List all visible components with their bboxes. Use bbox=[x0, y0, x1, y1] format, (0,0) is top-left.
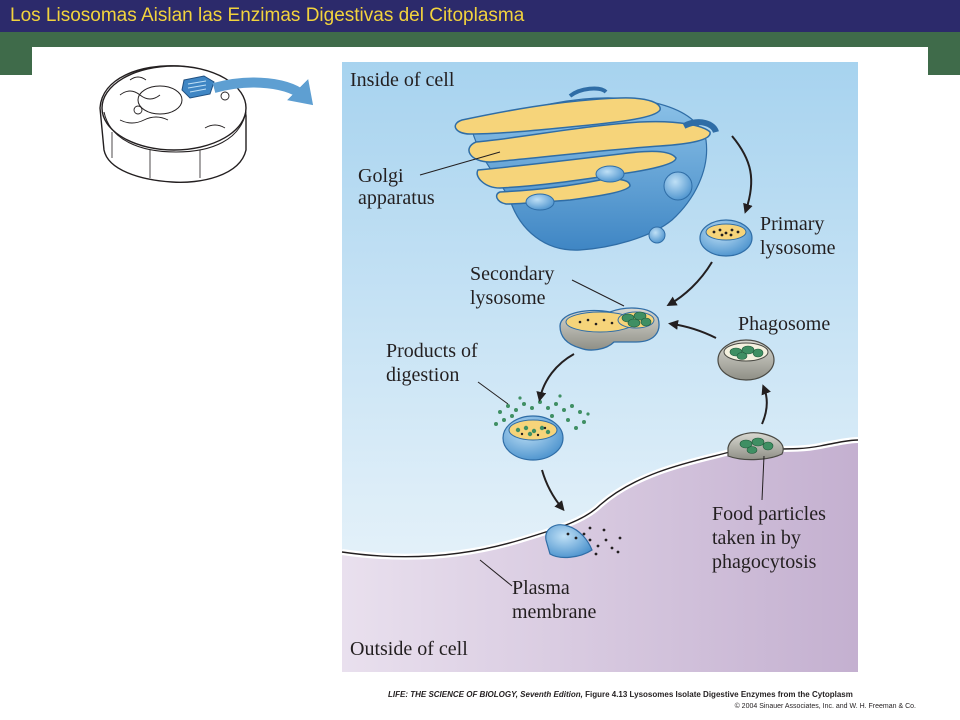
caption-source: LIFE: THE SCIENCE OF BIOLOGY, Seventh Ed… bbox=[388, 690, 583, 699]
label-golgi-line1: Golgi bbox=[358, 165, 404, 187]
pathway-arrows bbox=[536, 135, 771, 512]
arrow-phagosome-to-secondary bbox=[668, 319, 717, 339]
arrow-primary-to-secondary bbox=[666, 261, 713, 306]
secondary-lysosome bbox=[559, 307, 660, 351]
label-outside-of-cell: Outside of cell bbox=[350, 638, 468, 660]
copyright-notice: © 2004 Sinauer Associates, Inc. and W. H… bbox=[734, 703, 916, 710]
leader-lines bbox=[419, 151, 765, 587]
inset-golgi-highlight bbox=[181, 75, 215, 99]
figure-caption: LIFE: THE SCIENCE OF BIOLOGY, Seventh Ed… bbox=[388, 690, 916, 699]
label-primary-line1: Primary bbox=[760, 213, 824, 235]
golgi-apparatus bbox=[454, 86, 719, 251]
label-products-line1: Products of bbox=[386, 340, 478, 362]
primary-lysosome bbox=[699, 219, 753, 257]
label-phagosome: Phagosome bbox=[738, 313, 830, 335]
label-primary-line2: lysosome bbox=[760, 237, 836, 259]
green-tab-right bbox=[928, 47, 960, 75]
label-food-line3: phagocytosis bbox=[712, 551, 817, 573]
exocytosis-vesicle bbox=[545, 524, 622, 559]
label-secondary-line1: Secondary bbox=[470, 263, 554, 285]
label-golgi-line2: apparatus bbox=[358, 187, 435, 209]
arrow-pocket-to-phagosome bbox=[761, 384, 771, 425]
green-band bbox=[0, 32, 960, 47]
arrow-digestion-to-membrane bbox=[541, 469, 565, 512]
label-plasma-line2: membrane bbox=[512, 601, 597, 623]
digesting-lysosome bbox=[502, 415, 564, 461]
label-products-line2: digestion bbox=[386, 364, 459, 386]
label-food-line2: taken in by bbox=[712, 527, 801, 549]
label-food-line1: Food particles bbox=[712, 503, 826, 525]
green-tab-left bbox=[0, 47, 32, 75]
digestion-products bbox=[494, 394, 590, 430]
label-inside-of-cell: Inside of cell bbox=[350, 69, 455, 91]
zoom-arrow bbox=[212, 77, 314, 106]
caption-figure: Figure 4.13 Lysosomes Isolate Digestive … bbox=[585, 690, 853, 699]
arrow-secondary-to-digestion bbox=[536, 353, 575, 402]
outside-cell-region bbox=[342, 440, 858, 672]
arrow-golgi-to-primary bbox=[731, 135, 753, 214]
label-secondary-line2: lysosome bbox=[470, 287, 546, 309]
title-bar: Los Lisosomas Aislan las Enzimas Digesti… bbox=[0, 0, 960, 32]
phagosome bbox=[717, 339, 775, 381]
slide-title: Los Lisosomas Aislan las Enzimas Digesti… bbox=[10, 5, 525, 26]
cell-overview-sketch bbox=[99, 65, 247, 183]
label-plasma-line1: Plasma bbox=[512, 577, 570, 599]
phagocytosis-pocket bbox=[727, 432, 784, 461]
